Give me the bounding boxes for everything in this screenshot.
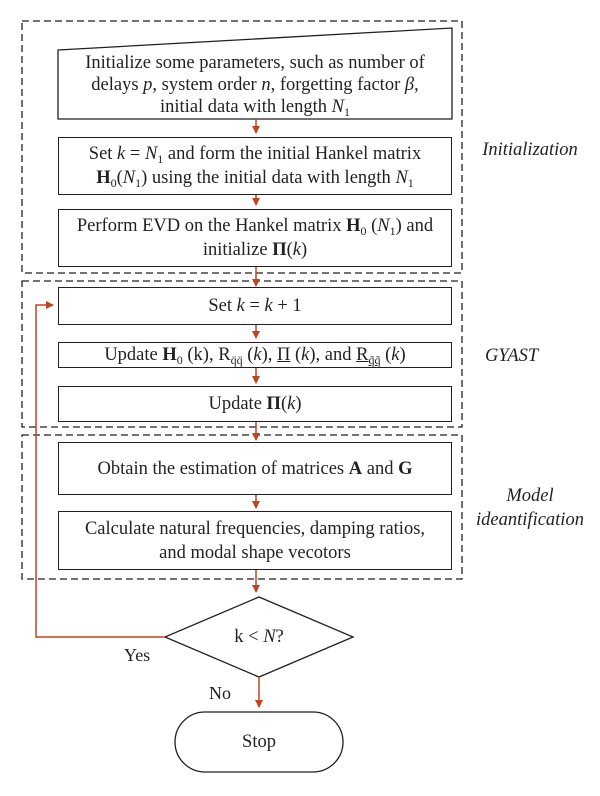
- init-line2-text: delays: [91, 75, 144, 95]
- setk-text: Set: [208, 296, 237, 316]
- h0-subscript: 0: [176, 353, 183, 367]
- paren-open: (: [290, 345, 302, 365]
- equals-sign: =: [125, 144, 145, 164]
- yes-branch-label: Yes: [124, 645, 151, 665]
- h0-subscript: 0: [360, 224, 367, 238]
- paren-close: ): [300, 240, 308, 260]
- paren-open: (: [380, 345, 392, 365]
- calculate-modal-parameters-step: Calculate natural frequencies, damping r…: [58, 511, 452, 570]
- n1-symbol: N: [377, 216, 390, 236]
- k-less-than: k <: [234, 627, 264, 647]
- init-line1: Initialize some parameters, such as numb…: [85, 53, 425, 73]
- h0-subscript: 0: [110, 176, 117, 190]
- n1-subscript: 1: [343, 105, 350, 119]
- evd-line1-text: Perform EVD on the Hankel matrix: [76, 216, 347, 236]
- gyast-section-frame: [21, 280, 463, 428]
- hankel-line2-text: ) using the initial data with length: [141, 168, 396, 188]
- paren-open: (: [242, 345, 254, 365]
- h-matrix-symbol: H: [162, 345, 177, 365]
- update-text: Update: [104, 345, 163, 365]
- r-underlined-symbol: R: [356, 345, 369, 365]
- r2-subscript: q̃q̃: [368, 353, 381, 367]
- hankel-line1-text: Set: [88, 144, 118, 164]
- k-symbol: k: [264, 296, 273, 316]
- no-branch-label: No: [209, 683, 231, 703]
- form-hankel-matrix-step: Set k = N1 and form the initial Hankel m…: [58, 137, 452, 195]
- n1-subscript: 1: [407, 176, 414, 190]
- a-matrix-symbol: A: [348, 458, 363, 479]
- k-symbol: k: [292, 240, 301, 260]
- update-sep: ),: [261, 345, 277, 365]
- question-mark: ?: [275, 627, 284, 647]
- initialization-section-label: Initialization: [482, 140, 578, 160]
- model-label-line1: Model: [506, 486, 554, 506]
- pi-matrix-symbol: Π: [272, 240, 287, 260]
- init-line2-text-c: , forgetting factor: [270, 75, 405, 95]
- g-matrix-symbol: G: [398, 458, 413, 479]
- k-symbol: k: [301, 345, 310, 365]
- k-symbol: k: [117, 144, 126, 164]
- n1-subscript: 1: [135, 176, 142, 190]
- k-symbol: k: [236, 296, 245, 316]
- r-subscript: q̈q̈: [230, 353, 243, 367]
- arrow-yes-loop-back: [35, 301, 165, 638]
- equals-sign: =: [244, 296, 265, 316]
- init-line2-text-b: , system order: [152, 75, 262, 95]
- h-matrix-symbol: H: [96, 168, 111, 188]
- n1-symbol: N: [395, 168, 408, 188]
- k-symbol: k: [287, 394, 296, 414]
- evd-line2-text: initialize: [202, 240, 273, 260]
- estimation-text: Obtain the estimation of matrices: [97, 458, 349, 479]
- pi-underlined-symbol: Π: [277, 345, 291, 365]
- initialize-parameters-step: Initialize some parameters, such as numb…: [58, 52, 452, 118]
- n1-subscript: 1: [389, 224, 396, 238]
- h-matrix-symbol: H: [346, 216, 361, 236]
- n-symbol: N: [263, 627, 276, 647]
- paren-open: (: [116, 168, 123, 188]
- stop-label: Stop: [242, 732, 276, 752]
- model-identification-section-label: Model ideantification: [465, 484, 595, 532]
- k-symbol: k: [391, 345, 400, 365]
- initialize-parameters-shape: [57, 27, 453, 120]
- n1-symbol: N: [144, 144, 158, 164]
- model-identification-section-frame: [21, 434, 463, 580]
- order-n-symbol: n: [261, 75, 271, 95]
- initialization-section-frame: [21, 20, 463, 274]
- evd-line1-text-b: ) and: [395, 216, 434, 236]
- n1-symbol: N: [331, 97, 344, 117]
- model-label-line2: ideantification: [476, 510, 584, 530]
- calc-line2: and modal shape vecotors: [159, 542, 351, 563]
- stop-terminal-shape: [174, 711, 344, 773]
- paren-close: ): [295, 394, 302, 414]
- perform-evd-step: Perform EVD on the Hankel matrix H0 (N1)…: [58, 209, 452, 267]
- set-k-increment-step: Set k = k + 1: [58, 287, 452, 325]
- paren-open: (: [280, 394, 288, 414]
- paren-close: ): [399, 345, 406, 365]
- paren-open: (: [286, 240, 293, 260]
- n1-symbol: N: [122, 168, 136, 188]
- update-text-b: (k), R: [182, 345, 231, 365]
- hankel-line1-text-b: and form the initial Hankel matrix: [163, 144, 422, 164]
- init-line3-text: initial data with length: [160, 97, 332, 117]
- beta-symbol: β: [404, 75, 415, 95]
- update-sep-and: ), and: [309, 345, 357, 365]
- calc-line1: Calculate natural frequencies, damping r…: [84, 518, 426, 539]
- estimate-matrices-step: Obtain the estimation of matrices A and …: [58, 442, 452, 495]
- pi-matrix-symbol: Π: [266, 394, 281, 414]
- update-pi-step: Update Π(k): [58, 386, 452, 422]
- gyast-section-label: GYAST: [485, 346, 539, 366]
- plus-one: + 1: [272, 296, 302, 316]
- k-symbol: k: [253, 345, 262, 365]
- init-line2-comma: ,: [414, 75, 419, 95]
- n1-subscript: 1: [157, 152, 164, 166]
- update-text: Update: [208, 394, 267, 414]
- update-statistics-step: Update H0 (k), Rq̈q̈ (k), Π (k), and Rq̃…: [58, 342, 452, 368]
- delays-p-symbol: p: [143, 75, 153, 95]
- and-text: and: [362, 458, 399, 479]
- paren-open: (: [366, 216, 378, 236]
- decision-condition: k < N?: [209, 625, 309, 649]
